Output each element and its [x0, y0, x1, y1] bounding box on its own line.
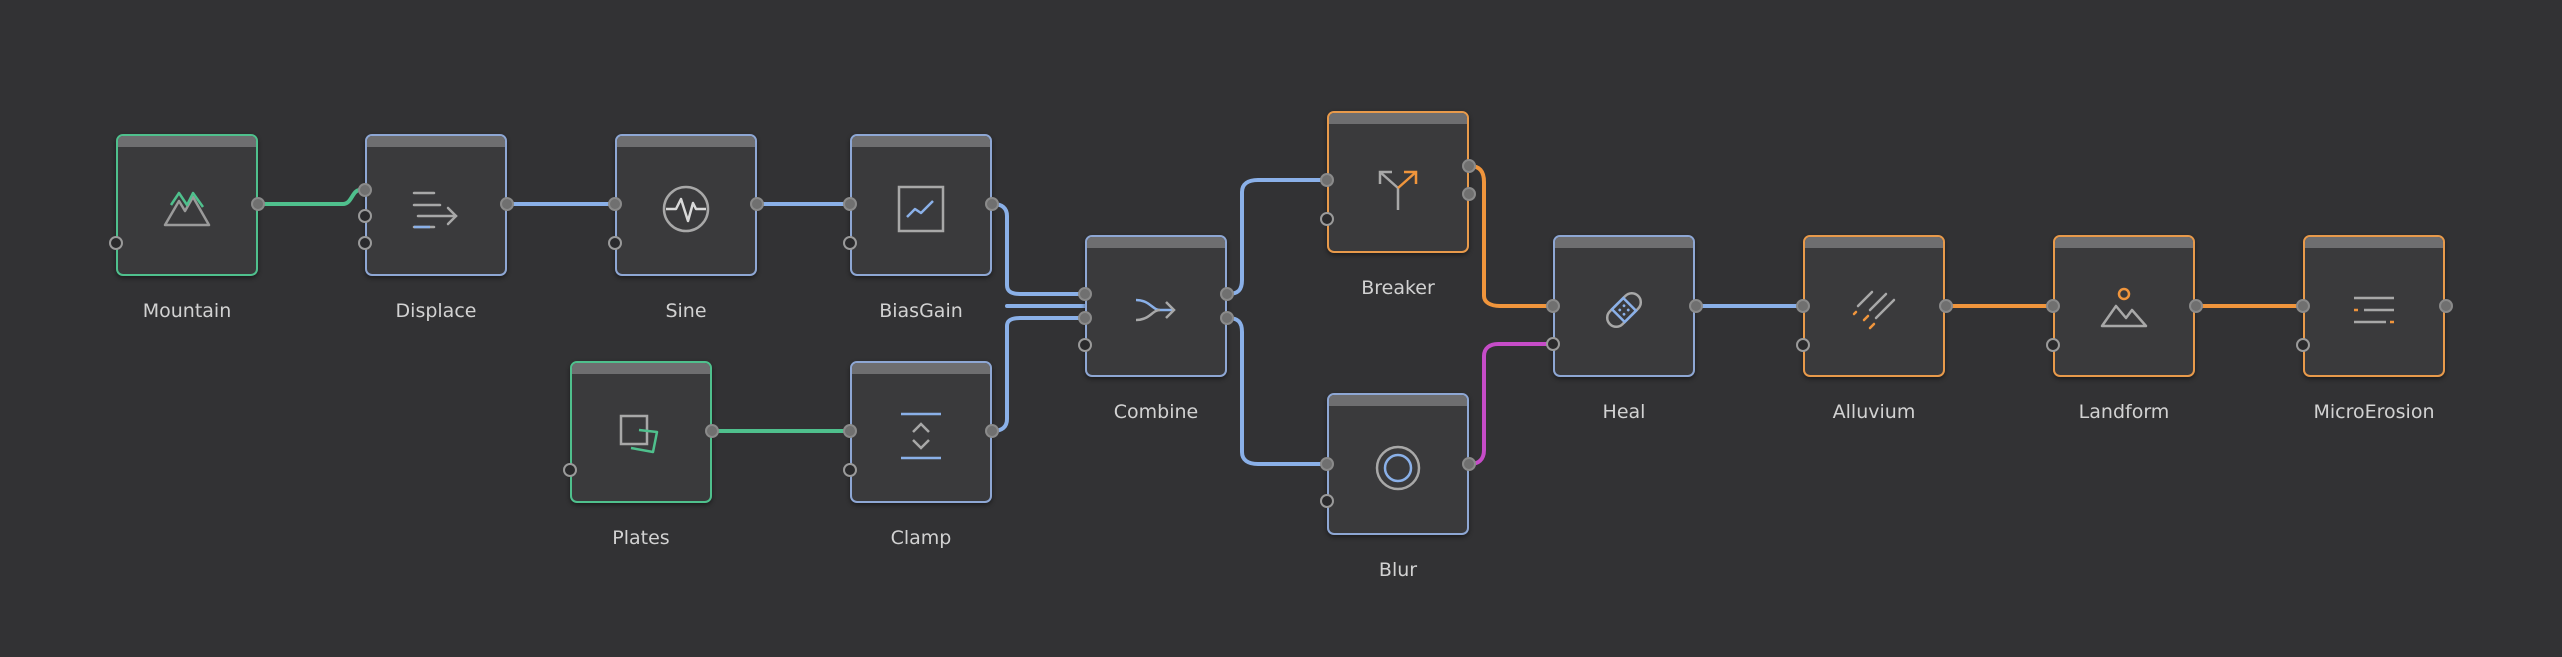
node-breaker[interactable]: [1327, 111, 1469, 253]
input-port[interactable]: [109, 236, 123, 250]
output-port[interactable]: [1939, 299, 1953, 313]
output-port[interactable]: [1462, 187, 1476, 201]
input-port[interactable]: [1320, 457, 1334, 471]
output-port[interactable]: [985, 424, 999, 438]
input-port[interactable]: [358, 209, 372, 223]
input-port[interactable]: [1320, 494, 1334, 508]
link-mountain-displace[interactable]: [256, 188, 369, 206]
output-port[interactable]: [1462, 457, 1476, 471]
node-label-plates: Plates: [612, 527, 670, 549]
link-biasgain-combine[interactable]: [991, 202, 1087, 296]
input-port[interactable]: [2296, 299, 2310, 313]
node-blur[interactable]: [1327, 393, 1469, 535]
node-alluvium[interactable]: [1803, 235, 1945, 377]
link-clamp-combine[interactable]: [991, 316, 1087, 433]
input-port[interactable]: [1078, 311, 1092, 325]
output-port[interactable]: [750, 197, 764, 211]
sine-wave-icon: [662, 185, 710, 233]
input-port[interactable]: [2296, 338, 2310, 352]
input-port[interactable]: [1546, 337, 1560, 351]
node-mountain[interactable]: [116, 134, 258, 276]
output-port[interactable]: [251, 197, 265, 211]
link-combine-blur[interactable]: [1226, 316, 1329, 466]
node-displace[interactable]: [365, 134, 507, 276]
node-label-blur: Blur: [1378, 559, 1418, 581]
output-port[interactable]: [1689, 299, 1703, 313]
output-port[interactable]: [705, 424, 719, 438]
output-port[interactable]: [1462, 159, 1476, 173]
node-label-breaker: Breaker: [1361, 277, 1435, 299]
node-label-sine: Sine: [665, 300, 707, 322]
input-port[interactable]: [843, 236, 857, 250]
node-label-combine: Combine: [1113, 401, 1199, 423]
landscape-icon: [2100, 287, 2148, 328]
input-port[interactable]: [843, 424, 857, 438]
input-port[interactable]: [1320, 173, 1334, 187]
node-label-microerosion: MicroErosion: [2313, 401, 2435, 423]
node-clamp[interactable]: [850, 361, 992, 503]
input-port[interactable]: [608, 236, 622, 250]
node-sine[interactable]: [615, 134, 757, 276]
output-port[interactable]: [1220, 311, 1234, 325]
node-label-heal: Heal: [1602, 401, 1646, 423]
output-port[interactable]: [1220, 287, 1234, 301]
node-heal[interactable]: [1553, 235, 1695, 377]
alluvium-icon: [1852, 290, 1896, 330]
link-breaker-heal[interactable]: [1468, 164, 1555, 308]
merge-arrow-icon: [1135, 298, 1176, 322]
input-port[interactable]: [2046, 338, 2060, 352]
output-port[interactable]: [985, 197, 999, 211]
link-combine-breaker[interactable]: [1226, 178, 1329, 296]
input-port[interactable]: [1320, 212, 1334, 226]
input-port[interactable]: [358, 183, 372, 197]
link-blur-heal[interactable]: [1468, 342, 1555, 466]
output-port[interactable]: [2439, 299, 2453, 313]
blur-circle-icon: [1375, 445, 1421, 491]
node-label-alluvium: Alluvium: [1832, 401, 1916, 423]
output-port[interactable]: [2189, 299, 2203, 313]
input-port[interactable]: [1078, 338, 1092, 352]
mountain-icon: [163, 191, 211, 227]
clamp-icon: [901, 412, 941, 460]
curve-graph-icon: [897, 185, 945, 233]
displace-icon: [412, 191, 458, 229]
node-label-clamp: Clamp: [890, 527, 952, 549]
node-biasgain[interactable]: [850, 134, 992, 276]
plates-icon: [619, 414, 659, 454]
split-arrow-icon: [1378, 170, 1418, 210]
input-port[interactable]: [843, 197, 857, 211]
input-port[interactable]: [1796, 299, 1810, 313]
input-port[interactable]: [1546, 299, 1560, 313]
node-label-mountain: Mountain: [142, 300, 232, 322]
node-combine[interactable]: [1085, 235, 1227, 377]
input-port[interactable]: [563, 463, 577, 477]
micro-erosion-icon: [2354, 296, 2394, 324]
input-port[interactable]: [2046, 299, 2060, 313]
node-label-biasgain: BiasGain: [879, 300, 963, 322]
node-landform[interactable]: [2053, 235, 2195, 377]
node-label-landform: Landform: [2078, 401, 2170, 423]
output-port[interactable]: [500, 197, 514, 211]
input-port[interactable]: [1078, 287, 1092, 301]
input-port[interactable]: [608, 197, 622, 211]
bandage-icon: [1605, 291, 1643, 329]
node-plates[interactable]: [570, 361, 712, 503]
node-microerosion[interactable]: [2303, 235, 2445, 377]
input-port[interactable]: [843, 463, 857, 477]
input-port[interactable]: [1796, 338, 1810, 352]
node-label-displace: Displace: [395, 300, 477, 322]
input-port[interactable]: [358, 236, 372, 250]
